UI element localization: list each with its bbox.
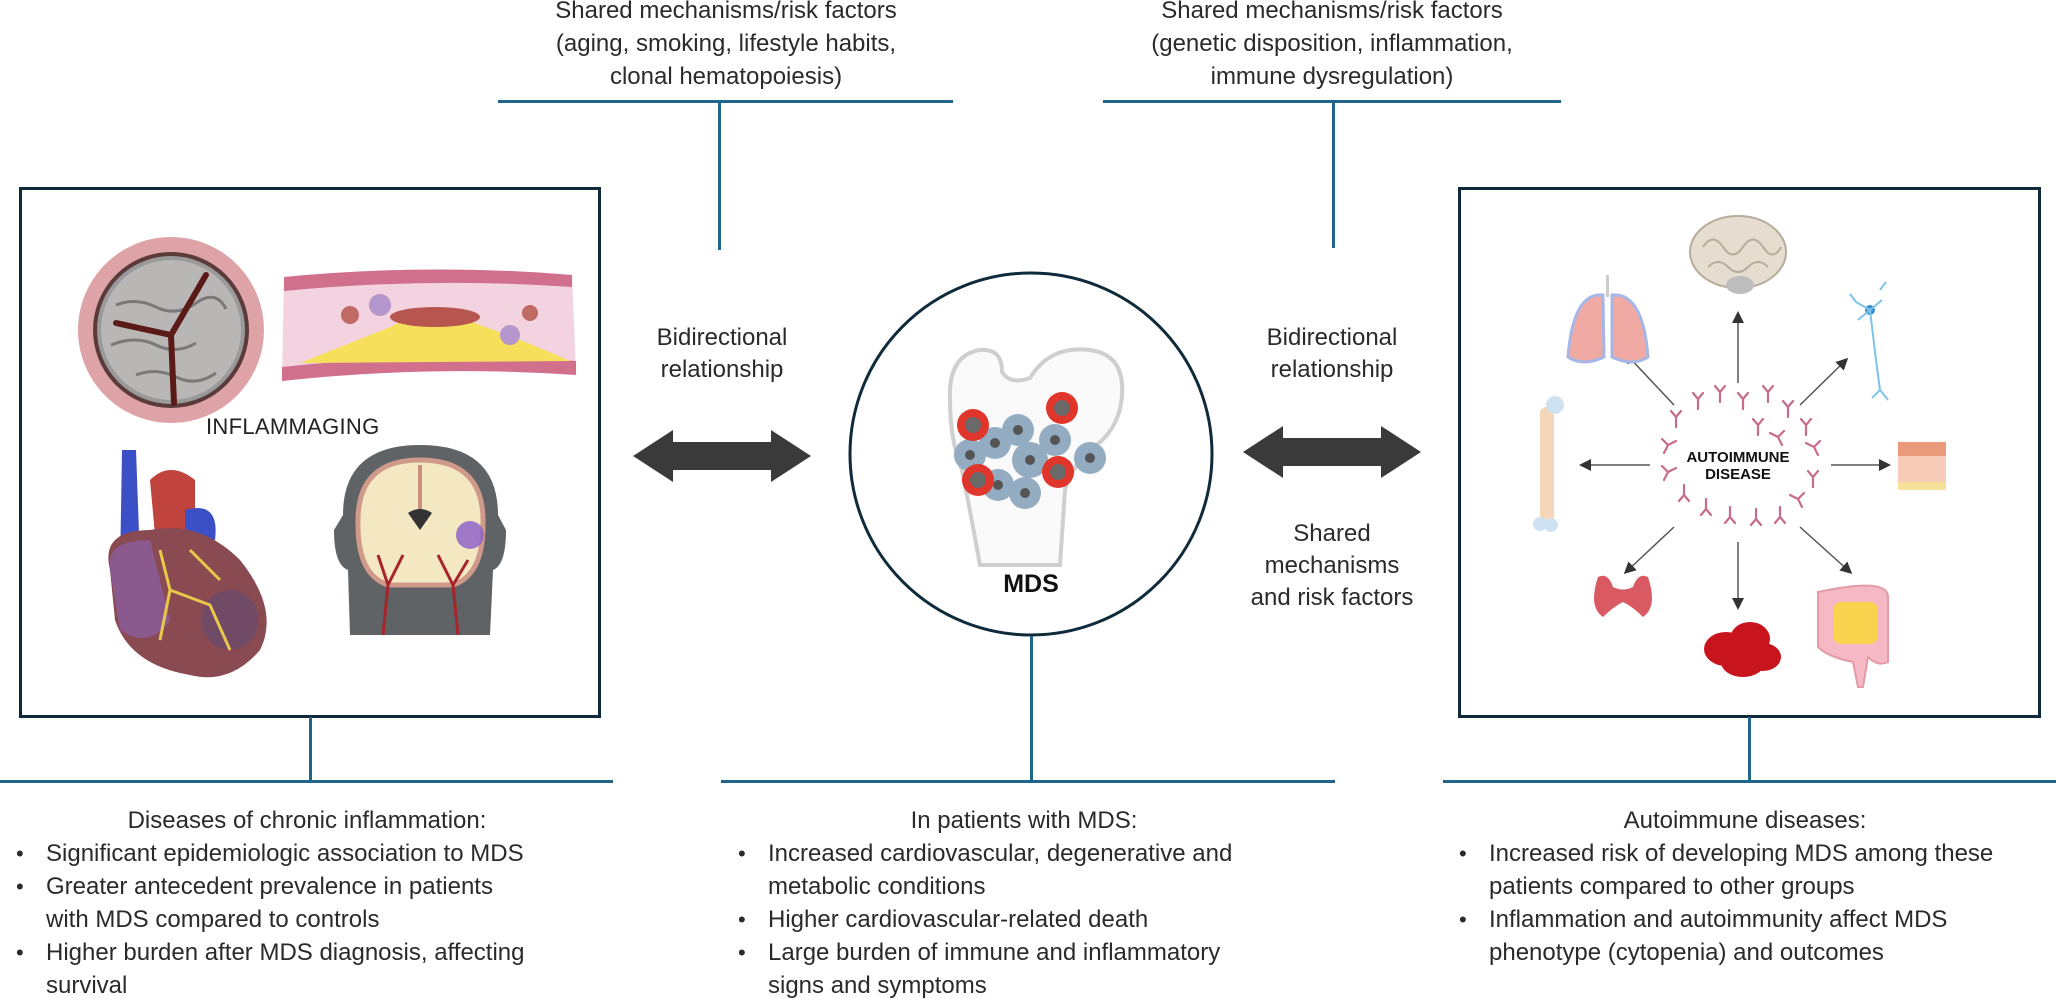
bullet-item: Increased cardiovascular, degenerative a… (734, 837, 1314, 903)
aortic-valve-illustration (78, 237, 264, 423)
organ-arrows (1579, 311, 1891, 610)
inflammaging-label: INFLAMMAGING (206, 414, 380, 439)
skin-organ-icon (1898, 442, 1946, 490)
autoimmune-disease-label-line-1: AUTOIMMUNE (1686, 449, 1790, 466)
intestine-organ-icon (1817, 584, 1889, 688)
brain-section-illustration (334, 445, 506, 636)
thyroid-organ-icon (1594, 575, 1652, 617)
right-bidirectional-label-line-1: Bidirectional (1266, 324, 1398, 351)
arrow-to-neuron (1799, 357, 1849, 406)
top-right-note: Shared mechanisms/risk factors (genetic … (1072, 0, 1592, 93)
shared-mechanisms-label-line-3: and risk factors (1250, 584, 1414, 611)
left-bidirectional-label-line-1: Bidirectional (656, 324, 788, 351)
coronary-vessels (158, 548, 232, 651)
antibody-icons (1660, 384, 1822, 527)
right-bidirectional-label-line-2: relationship (1270, 356, 1394, 383)
femur-bone-marrow-illustration (947, 347, 1125, 567)
mds-label: MDS (1003, 570, 1059, 598)
plaque-cells (390, 307, 480, 327)
top-right-bracket-stem (1332, 100, 1335, 248)
bullet-item: Greater antecedent prevalence in patient… (12, 870, 602, 936)
top-right-note-line-1: Shared mechanisms/risk factors (1161, 0, 1503, 24)
bone-organ-icon (1533, 396, 1564, 532)
shared-mechanisms-label: Shared mechanisms and risk factors (1222, 518, 1442, 614)
lesion (456, 521, 484, 549)
artery-plaque-illustration (282, 269, 576, 381)
autoimmune-bullets: Increased risk of developing MDS among t… (1455, 837, 2035, 969)
autoimmune-title: Autoimmune diseases: (1623, 807, 1867, 834)
top-left-bracket-stem (718, 100, 721, 250)
lungs-organ-icon (1566, 275, 1650, 364)
top-left-note: Shared mechanisms/risk factors (aging, s… (466, 0, 986, 93)
top-right-note-line-3: immune dysregulation) (1210, 63, 1454, 90)
bottom-center-bar (721, 780, 1335, 783)
bullet-item: Significant epidemiologic association to… (12, 837, 602, 870)
left-double-arrow-icon (633, 430, 811, 482)
left-bidirectional-label: Bidirectional relationship (612, 322, 832, 386)
bullet-item: Higher burden after MDS diagnosis, affec… (12, 936, 602, 1002)
valve-leaflet-seams (113, 272, 209, 406)
top-right-note-line-2: (genetic disposition, inflammation, (1151, 30, 1513, 57)
right-panel-stem (1748, 717, 1751, 782)
mds-patients-bullets: Increased cardiovascular, degenerative a… (734, 837, 1314, 1002)
bottom-left-bar (0, 780, 613, 783)
left-bidirectional-label-line-2: relationship (660, 356, 784, 383)
heart-illustration (108, 450, 267, 678)
bullet-item: Higher cardiovascular-related death (734, 903, 1314, 936)
top-left-note-line-2: (aging, smoking, lifestyle habits, (555, 30, 897, 57)
arrow-to-thyroid (1623, 526, 1675, 575)
mds-circle-stem (1030, 636, 1033, 782)
cerebral-arteries (376, 554, 470, 636)
top-left-note-line-3: clonal hematopoiesis) (609, 63, 843, 90)
ventricles (408, 509, 432, 530)
autoimmune-diagram (1533, 215, 1946, 688)
top-left-note-line-1: Shared mechanisms/risk factors (555, 0, 897, 24)
arrow-to-intestine (1799, 526, 1853, 575)
chronic-inflammation-title: Diseases of chronic inflammation: (127, 807, 487, 834)
top-left-bracket-bar (498, 100, 953, 103)
right-bidirectional-label: Bidirectional relationship (1222, 322, 1442, 386)
autoimmune-disease-label-line-2: DISEASE (1705, 466, 1771, 483)
blast-cells (957, 392, 1078, 496)
chronic-inflammation-bullets: Significant epidemiologic association to… (12, 837, 602, 1002)
chronic-inflammation-summary: Diseases of chronic inflammation: Signif… (12, 804, 602, 1002)
neuron-organ-icon (1849, 281, 1889, 401)
heart-aorta (150, 470, 195, 535)
left-panel-stem (309, 717, 312, 782)
bullet-item: Inflammation and autoimmunity affect MDS… (1455, 903, 2035, 969)
shared-mechanisms-label-line-2: mechanisms (1264, 552, 1400, 579)
right-double-arrow-icon (1243, 426, 1421, 478)
brain-organ-icon (1689, 215, 1787, 294)
red-blood-cells-icon (1704, 622, 1781, 677)
mds-patients-summary: In patients with MDS: Increased cardiova… (734, 804, 1314, 1002)
bottom-right-bar (1443, 780, 2056, 783)
autoimmune-summary: Autoimmune diseases: Increased risk of d… (1455, 804, 2035, 969)
bullet-item: Increased risk of developing MDS among t… (1455, 837, 2035, 903)
plaque (300, 315, 570, 363)
autoimmune-disease-label: AUTOIMMUNE DISEASE (1673, 449, 1803, 483)
mds-patients-title: In patients with MDS: (910, 807, 1138, 834)
shared-mechanisms-label-line-1: Shared (1293, 520, 1371, 547)
bullet-item: Large burden of immune and inflammatory … (734, 936, 1314, 1002)
